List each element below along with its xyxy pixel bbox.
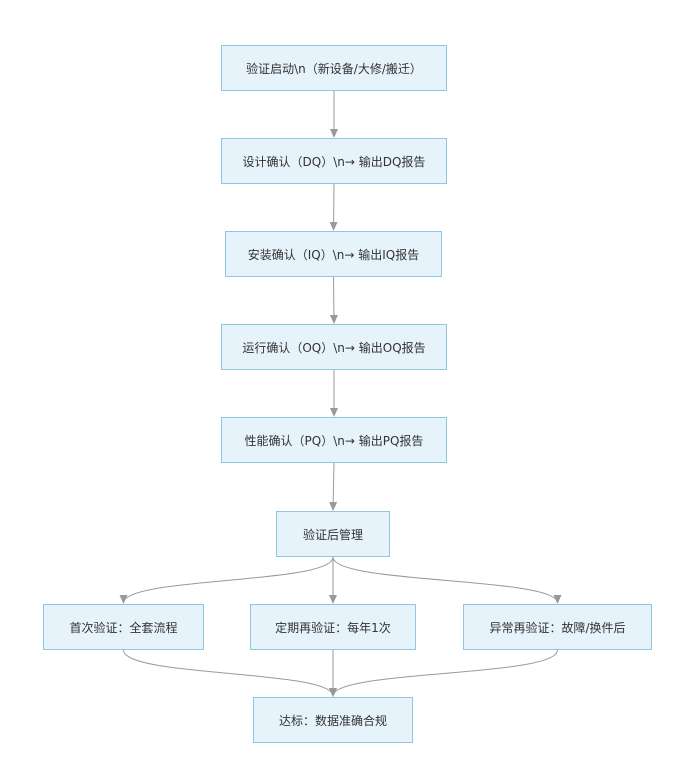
node-compliance-achieved-label: 达标：数据准确合规: [278, 713, 387, 728]
edge-pq-to-post: [329, 462, 338, 511]
node-periodic-revalidation: 定期再验证：每年1次: [250, 604, 416, 650]
node-installation-qualification: 安装确认（IQ）\n→ 输出IQ报告: [225, 231, 442, 277]
node-installation-qualification-label: 安装确认（IQ）\n→ 输出IQ报告: [247, 247, 420, 262]
node-validation-start-label: 验证启动\n（新设备/大修/搬迁）: [246, 61, 422, 76]
node-abnormal-revalidation: 异常再验证：故障/换件后: [463, 604, 652, 650]
node-first-validation-label: 首次验证：全套流程: [69, 620, 178, 635]
node-post-validation-management: 验证后管理: [276, 511, 390, 557]
node-abnormal-revalidation-label: 异常再验证：故障/换件后: [489, 620, 626, 635]
node-operational-qualification: 运行确认（OQ）\n→ 输出OQ报告: [221, 324, 447, 370]
node-first-validation: 首次验证：全套流程: [43, 604, 204, 650]
node-design-qualification-label: 设计确认（DQ）\n→ 输出DQ报告: [242, 154, 426, 169]
edge-iq-to-oq: [329, 276, 338, 324]
node-performance-qualification-label: 性能确认（PQ）\n→ 输出PQ报告: [244, 433, 424, 448]
node-validation-start: 验证启动\n（新设备/大修/搬迁）: [221, 45, 447, 91]
edge-abnormal-to-compliance: [329, 649, 558, 697]
node-operational-qualification-label: 运行确认（OQ）\n→ 输出OQ报告: [242, 340, 426, 355]
edge-post-to-first: [119, 556, 334, 604]
node-design-qualification: 设计确认（DQ）\n→ 输出DQ报告: [221, 138, 447, 184]
node-post-validation-management-label: 验证后管理: [302, 527, 363, 542]
node-compliance-achieved: 达标：数据准确合规: [253, 697, 413, 743]
edge-first-to-compliance: [123, 649, 337, 697]
node-performance-qualification: 性能确认（PQ）\n→ 输出PQ报告: [221, 417, 447, 463]
edge-post-to-abnormal: [332, 556, 562, 604]
edge-dq-to-iq: [329, 183, 338, 231]
node-periodic-revalidation-label: 定期再验证：每年1次: [275, 620, 391, 635]
